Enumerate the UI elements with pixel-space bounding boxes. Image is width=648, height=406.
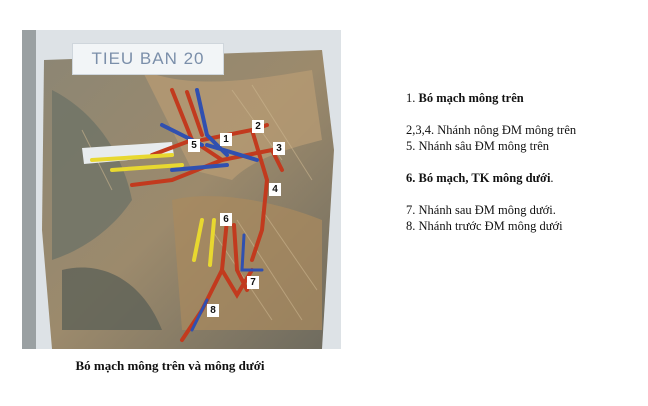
- specimen-label-card: TIEU BAN 20: [72, 43, 224, 75]
- number-tag-8: 8: [207, 304, 219, 317]
- legend-item-6: 8. Nhánh trước ĐM mông dưới: [406, 219, 563, 233]
- number-tag-3: 3: [273, 142, 285, 155]
- legend-item-4-text: 6. Bó mạch, TK mông dưới: [406, 171, 551, 185]
- legend-item-2: 2,3,4. Nhánh nông ĐM mông trên: [406, 123, 577, 137]
- number-tag-6: 6: [220, 213, 232, 226]
- number-tag-2: 2: [252, 120, 264, 133]
- legend-item-1-number: 1.: [406, 91, 416, 105]
- specimen-photo: TIEU BAN 20 1 2 3 4 5 6 7 8: [22, 30, 341, 349]
- legend-item-4-suffix: .: [550, 171, 554, 185]
- legend-item-3: 5. Nhánh sâu ĐM mông trên: [406, 139, 550, 153]
- legend-item-1: 1. Bó mạch mông trên: [406, 90, 646, 106]
- dissection-illustration: [22, 30, 341, 349]
- legend-item-4: 6. Bó mạch, TK mông dưới.: [406, 170, 646, 186]
- number-tag-5: 5: [188, 139, 200, 152]
- number-tag-7: 7: [247, 276, 259, 289]
- legend: 1. Bó mạch mông trên 2,3,4. Nhánh nông Đ…: [406, 90, 646, 234]
- number-tag-4: 4: [269, 183, 281, 196]
- number-tag-1: 1: [220, 133, 232, 146]
- legend-item-1-text: Bó mạch mông trên: [418, 91, 524, 105]
- figure-caption: Bó mạch mông trên và mông dưới: [75, 358, 265, 373]
- legend-item-5: 7. Nhánh sau ĐM mông dưới.: [406, 203, 556, 217]
